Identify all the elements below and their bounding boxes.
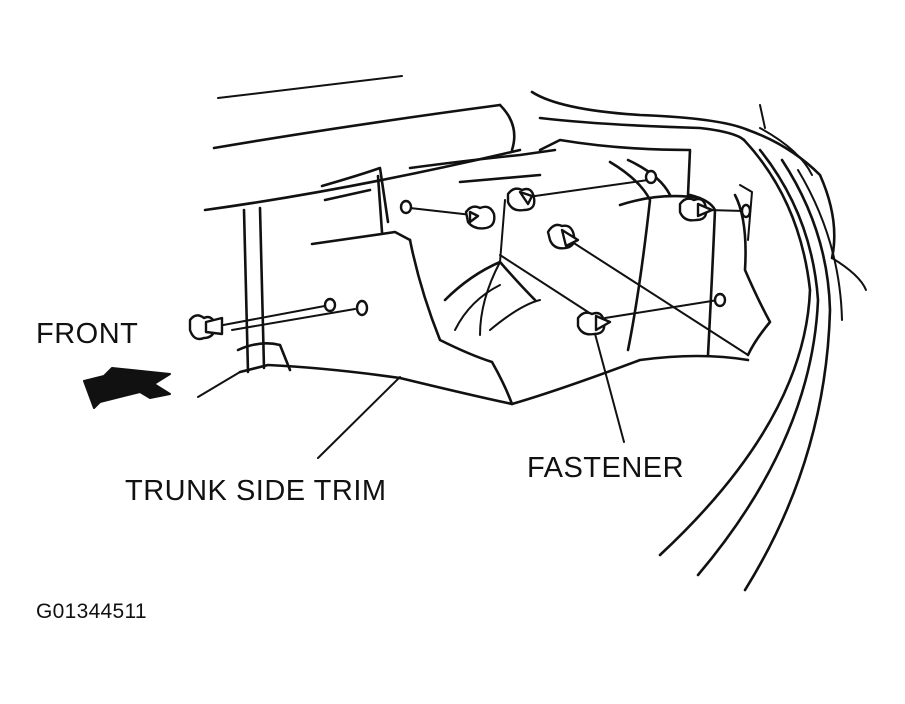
fastener-clip-icon xyxy=(506,187,536,212)
figure-id: G01344511 xyxy=(36,600,147,623)
fastener-clip-icon xyxy=(464,205,496,230)
fastener-clip-icon xyxy=(546,223,580,250)
fastener-clip-icon xyxy=(576,311,612,336)
trunk-side-trim-label: TRUNK SIDE TRIM xyxy=(125,475,387,507)
trunk-side-trim-panel xyxy=(236,138,772,406)
arrow-left-icon xyxy=(83,367,171,409)
vehicle-body-lines xyxy=(203,75,867,592)
fastener-clip-icon xyxy=(188,314,224,341)
callout-lines xyxy=(197,254,625,459)
fastener-label: FASTENER xyxy=(527,452,685,484)
fastener-holes xyxy=(323,169,752,317)
fastener-guide-lines xyxy=(217,179,749,356)
front-label: FRONT xyxy=(36,318,139,350)
fastener-clip-icon xyxy=(678,197,714,222)
